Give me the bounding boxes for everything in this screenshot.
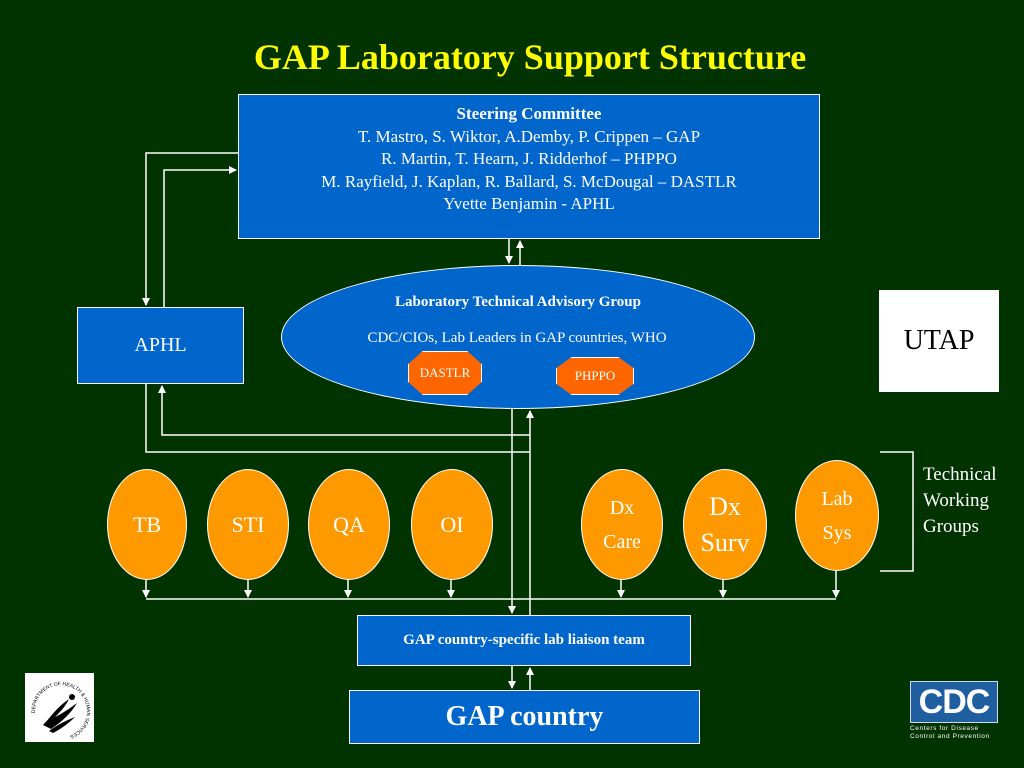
steering-committee-line: Yvette Benjamin - APHL [443,194,615,213]
cdc-logo-tagline: Centers for Disease Control and Preventi… [910,725,998,741]
ltag-body: CDC/CIOs, Lab Leaders in GAP countries, … [367,330,667,346]
wg-label: Sys [822,521,852,544]
ltag-ellipse: Laboratory Technical Advisory Group CDC/… [281,265,755,409]
wg-label: Surv [700,527,750,557]
arrow-loop-to-aphl [145,384,530,453]
wg-label: TB [132,511,162,537]
twg-label-line: Working [923,490,990,511]
twg-label-line: Groups [923,516,979,537]
steering-committee-line: T. Mastro, S. Wiktor, A.Demby, P. Crippe… [357,126,701,146]
cdc-logo-mark: CDC [910,681,998,723]
twg-label-line: Technical [923,464,997,485]
wg-oval-qa: QA [308,469,390,580]
wg-oval-dx-surv: Dx Surv [683,469,767,580]
utap-box: UTAP [879,290,999,392]
wg-oval-tb: TB [107,469,187,580]
arrow-steering-to-aphl [142,152,238,306]
dastlr-badge: DASTLR [408,351,482,395]
wg-oval-dx-care: Dx Care [581,469,663,580]
hhs-seal-logo: DEPARTMENT OF HEALTH & HUMAN SERVICES · … [23,669,94,742]
wg-label: Dx [709,491,741,521]
steering-committee-heading: Steering Committee [456,104,602,123]
cdc-tagline-line: Control and Prevention [910,733,990,740]
wg-label: OI [440,511,464,537]
wg-label: Lab [821,487,853,510]
arrow-ltag-to-aphl [158,385,530,436]
wg-label: Dx [609,496,635,519]
steering-committee-box: Steering Committee T. Mastro, S. Wiktor,… [238,94,820,239]
aphl-box: APHL [77,307,244,384]
technical-working-groups-label: Technical Working Groups [923,462,997,540]
wg-oval-oi: OI [411,469,493,580]
cdc-tagline-line: Centers for Disease [910,725,979,732]
wg-label: QA [333,511,365,537]
phppo-badge: PHPPO [556,357,634,395]
steering-committee-line: R. Martin, T. Hearn, J. Ridderhof – PHPP… [381,149,677,168]
wg-oval-lab-sys: Lab Sys [795,460,879,571]
eagle-icon [43,694,77,733]
arrow-aphl-to-steering [163,166,237,307]
ltag-heading: Laboratory Technical Advisory Group [394,294,641,310]
cdc-logo: CDC Centers for Disease Control and Prev… [910,681,998,743]
gap-country-box: GAP country [349,690,700,744]
wg-label: Care [603,530,641,553]
twg-bracket [880,451,914,572]
steering-committee-line: M. Rayfield, J. Kaplan, R. Ballard, S. M… [321,171,737,191]
liaison-team-box: GAP country-specific lab liaison team [357,615,691,666]
wg-oval-sti: STI [207,469,289,580]
page-title: GAP Laboratory Support Structure [253,37,807,77]
wg-label: STI [231,511,265,537]
